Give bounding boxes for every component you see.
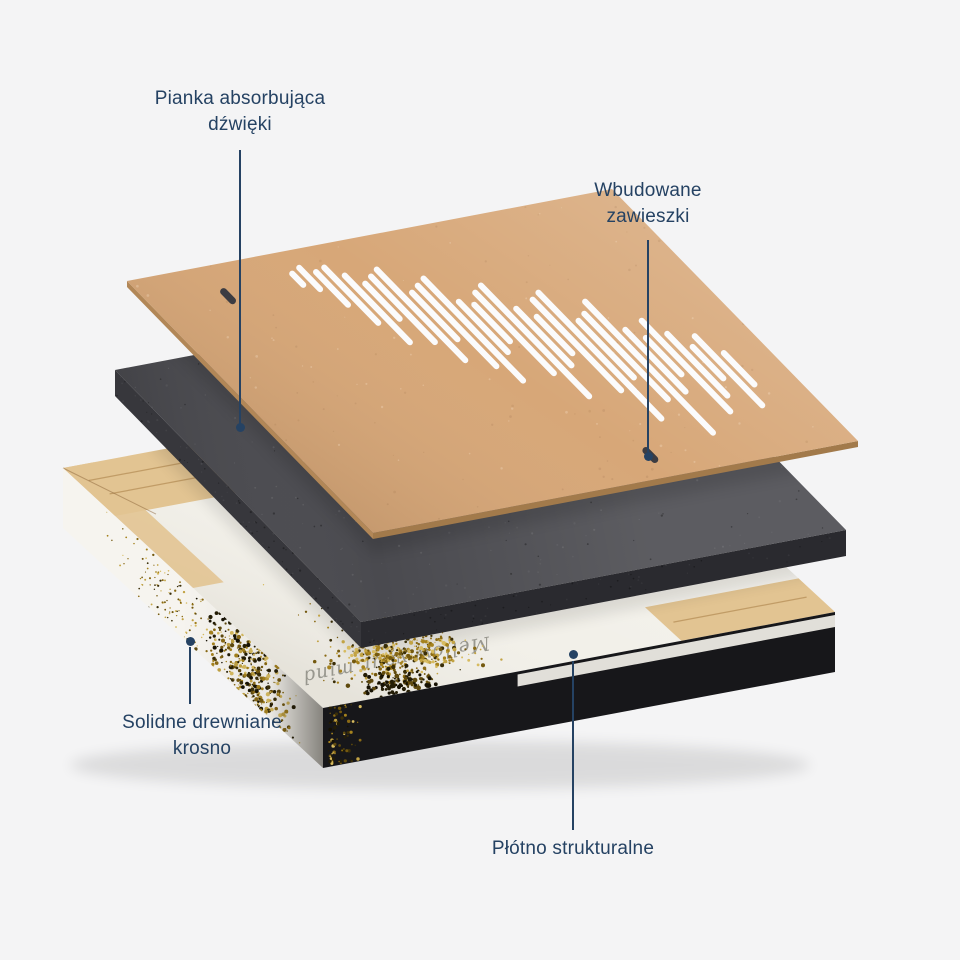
- canvas-left-side-shading: [63, 468, 323, 768]
- perforated-board-layer: [127, 189, 858, 539]
- foam-label: Pianka absorbująca dźwięki: [154, 88, 326, 136]
- structural-canvas-leader-line: [572, 661, 574, 830]
- foam-leader-dot: [235, 423, 245, 432]
- gold-glitter-right-side: [327, 703, 362, 765]
- wood-grain-lines: [62, 454, 807, 623]
- structural-canvas-leader-dot: [568, 650, 578, 659]
- soundwave-slot-pattern: [289, 264, 766, 436]
- hangers-leader-dot: [643, 452, 653, 461]
- canvas-right-side-white-edge: [517, 615, 835, 687]
- foam-right-side-face: [361, 530, 846, 648]
- board-right-edge: [373, 441, 858, 539]
- foam-left-side-face: [115, 370, 361, 648]
- wooden-frame-leader-line: [189, 647, 191, 704]
- foam-leader-line: [239, 150, 241, 426]
- wooden-frame-label: Solidne drewniane krosno: [122, 712, 282, 760]
- structural-canvas-label: Płótno strukturalne: [491, 838, 655, 859]
- hangers-label: Wbudowane zawieszki: [594, 180, 702, 228]
- wooden-frame-leader-dot: [185, 637, 195, 646]
- board-left-edge: [127, 281, 373, 539]
- stretcher-wood-left-sliver: [63, 462, 224, 588]
- hangers-leader-line: [647, 240, 649, 452]
- ground-shadow: [70, 741, 810, 789]
- canvas-right-side-face: [323, 612, 835, 768]
